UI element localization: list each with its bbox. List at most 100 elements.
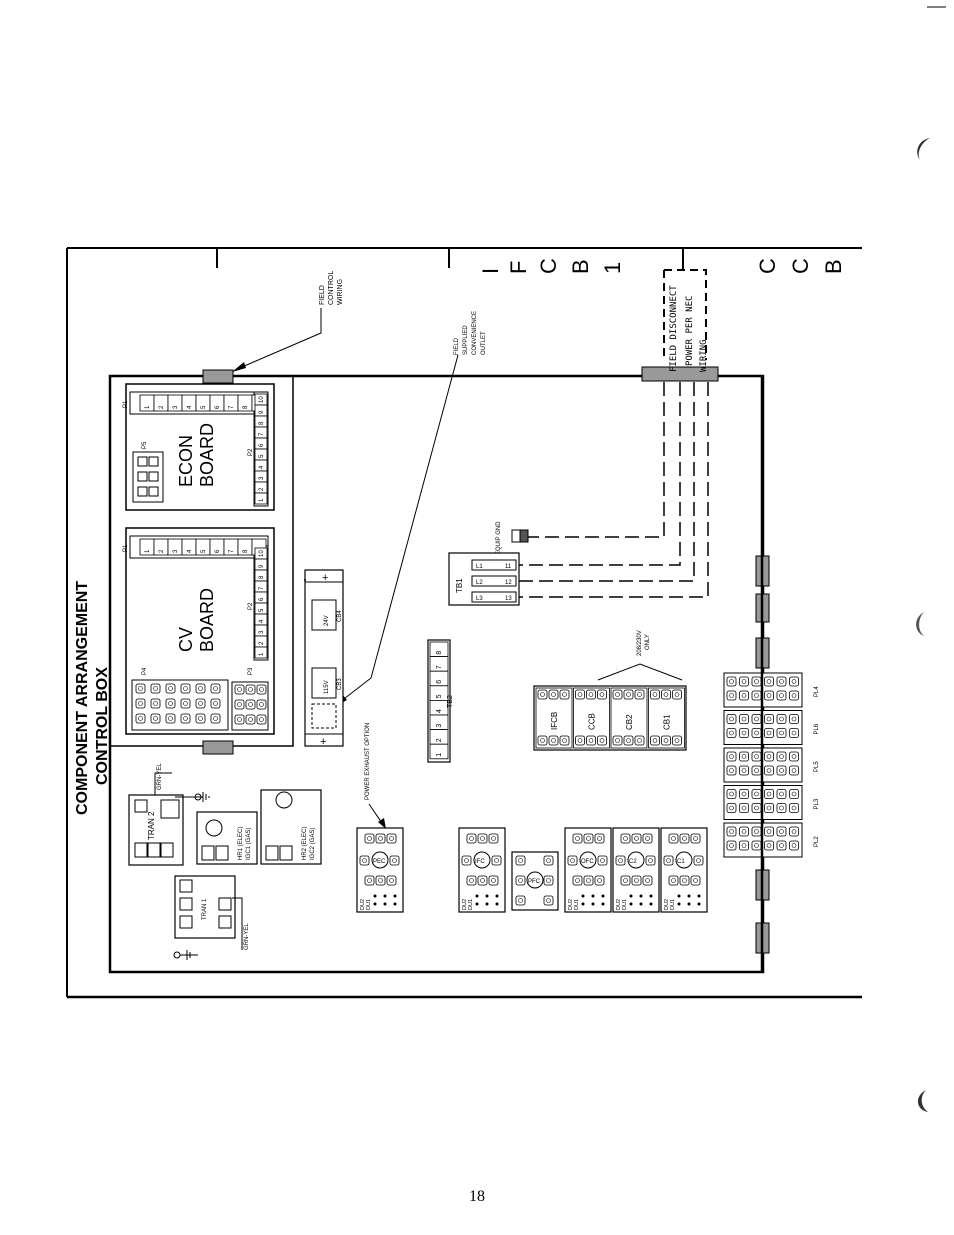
econ-p2-label: P2 bbox=[248, 448, 254, 456]
contactor-box-pin bbox=[623, 735, 634, 746]
heater-label: HR1 (ELEC) bbox=[238, 827, 244, 860]
contactor-label: DU2 bbox=[360, 899, 366, 910]
contactor-pin bbox=[515, 855, 526, 866]
cv-p4-connector bbox=[131, 679, 229, 731]
econ-p1-pin-label: 4 bbox=[187, 405, 193, 409]
cv-p1-label: P1 bbox=[123, 544, 129, 552]
wiring-text: WIRING bbox=[699, 339, 709, 372]
cv-p2-pin-label: 9 bbox=[259, 564, 265, 568]
plug-pin bbox=[776, 765, 787, 776]
contactor-pin bbox=[567, 855, 578, 866]
econ-p2-pin-label: 1 bbox=[259, 498, 265, 502]
contactor-box-label: CCB bbox=[588, 713, 597, 730]
contactor-box-pin bbox=[559, 689, 570, 700]
cv-p2-pin-label: 8 bbox=[259, 575, 265, 579]
plug-pin bbox=[751, 840, 762, 851]
cv-p3-pin bbox=[245, 714, 256, 725]
plug-pin bbox=[764, 789, 774, 799]
cv-p4-pin bbox=[195, 683, 206, 694]
label-line: FIELD bbox=[454, 337, 460, 355]
contactor-pin bbox=[488, 875, 499, 886]
contactor-label: OFC bbox=[581, 859, 594, 865]
cv-p3-pin bbox=[234, 714, 245, 725]
contactor-label: DU1 bbox=[574, 899, 580, 910]
contactor-pin bbox=[364, 833, 375, 844]
contactor-pin bbox=[572, 833, 583, 844]
title-line2: CONTROL BOX bbox=[94, 667, 111, 785]
plug-pin bbox=[739, 690, 749, 701]
contactor-pin bbox=[645, 855, 656, 866]
contactor-label: DU2 bbox=[568, 899, 574, 910]
contactor-pin bbox=[488, 833, 499, 844]
plug-pin bbox=[764, 728, 774, 738]
contactor-pin bbox=[693, 855, 704, 866]
contactor-pin bbox=[466, 875, 477, 886]
plug-pin bbox=[751, 789, 762, 799]
contactor-box-pin bbox=[586, 689, 596, 700]
cv-p4-pin bbox=[165, 713, 176, 724]
plug-pin bbox=[789, 765, 799, 776]
plug-pin bbox=[789, 789, 799, 799]
plug-pin bbox=[776, 714, 787, 724]
contactor-pin bbox=[375, 875, 386, 886]
econ-p2-pin-label: 8 bbox=[259, 421, 265, 425]
tb2-pin bbox=[429, 743, 449, 760]
field-control-wiring-label: FIELD CONTROL WIRING bbox=[232, 271, 344, 372]
contactor-box-pin bbox=[634, 735, 645, 746]
contactor-label: DU2 bbox=[664, 899, 670, 910]
plug-pin bbox=[789, 676, 799, 687]
cv-p2-label: P2 bbox=[248, 602, 254, 610]
contactor-box-pin bbox=[661, 735, 671, 746]
cv-p1-pin-label: 2 bbox=[159, 549, 165, 553]
plug-pin bbox=[739, 676, 749, 687]
plug-pin bbox=[751, 751, 762, 762]
cv-p3-connector bbox=[231, 681, 269, 731]
cv-p2-pin-label: 1 bbox=[259, 652, 265, 656]
plug-pin bbox=[726, 751, 737, 762]
contactor-pin bbox=[668, 833, 679, 844]
cv-p2-pin-label: 2 bbox=[259, 641, 265, 645]
econ-p1-pin-label: 7 bbox=[229, 405, 235, 409]
cv-p2-pin-label: 3 bbox=[259, 630, 265, 634]
plug-pin bbox=[726, 803, 737, 813]
contactor-pin bbox=[620, 875, 631, 886]
econ-p1-pin-label: 1 bbox=[145, 405, 151, 409]
econ-p2-pin-label: 5 bbox=[259, 454, 265, 458]
contactor-pin bbox=[642, 875, 653, 886]
cv-board-name: BOARD bbox=[197, 588, 217, 652]
voltage-note: 208/230V ONLY bbox=[597, 630, 683, 681]
plug-label: PL2 bbox=[814, 836, 820, 847]
contactor-pin bbox=[663, 855, 674, 866]
contactor-pin bbox=[491, 855, 502, 866]
plug-pin bbox=[776, 789, 787, 799]
plug-label: PL4 bbox=[814, 686, 820, 697]
econ-p2-pin-label: 4 bbox=[259, 465, 265, 469]
contactor-label: PFC bbox=[528, 879, 541, 885]
cv-p3-pin bbox=[234, 684, 245, 695]
plug-pin bbox=[726, 840, 737, 851]
contactor-pin bbox=[583, 833, 594, 844]
gnd-label: GRN-YEL bbox=[157, 763, 163, 790]
power-exhaust-text: POWER EXHAUST OPTION bbox=[365, 723, 371, 800]
field-disconnect: FIELD DISCONNECT POWER PER NEC WIRING bbox=[663, 269, 709, 372]
plug-pin bbox=[789, 826, 799, 837]
power-per-nec-text: POWER PER NEC bbox=[685, 296, 695, 366]
tb2-label: TB2 bbox=[447, 695, 454, 708]
plug-pin bbox=[764, 765, 774, 776]
plug-pin bbox=[726, 789, 737, 799]
cv-p1-pin-label: 8 bbox=[243, 549, 249, 553]
cv-p4-pin bbox=[135, 683, 146, 694]
tb1-pin: L2 bbox=[476, 580, 483, 586]
contactor-box-pin bbox=[672, 689, 682, 700]
tran2: TRAN 2 GRN-YEL bbox=[128, 763, 210, 866]
side-letter: C bbox=[788, 258, 813, 274]
contactor-pin bbox=[477, 833, 488, 844]
contactor-label: IFC bbox=[475, 859, 485, 865]
contactor-pin bbox=[690, 833, 701, 844]
plug-pin bbox=[751, 676, 762, 687]
tran1-label: TRAN 1 bbox=[202, 898, 208, 920]
contactor-pin bbox=[543, 855, 554, 866]
power-exhaust-label: POWER EXHAUST OPTION bbox=[365, 723, 386, 829]
contactor-box-pin bbox=[537, 735, 548, 746]
plug-pin bbox=[789, 714, 799, 724]
